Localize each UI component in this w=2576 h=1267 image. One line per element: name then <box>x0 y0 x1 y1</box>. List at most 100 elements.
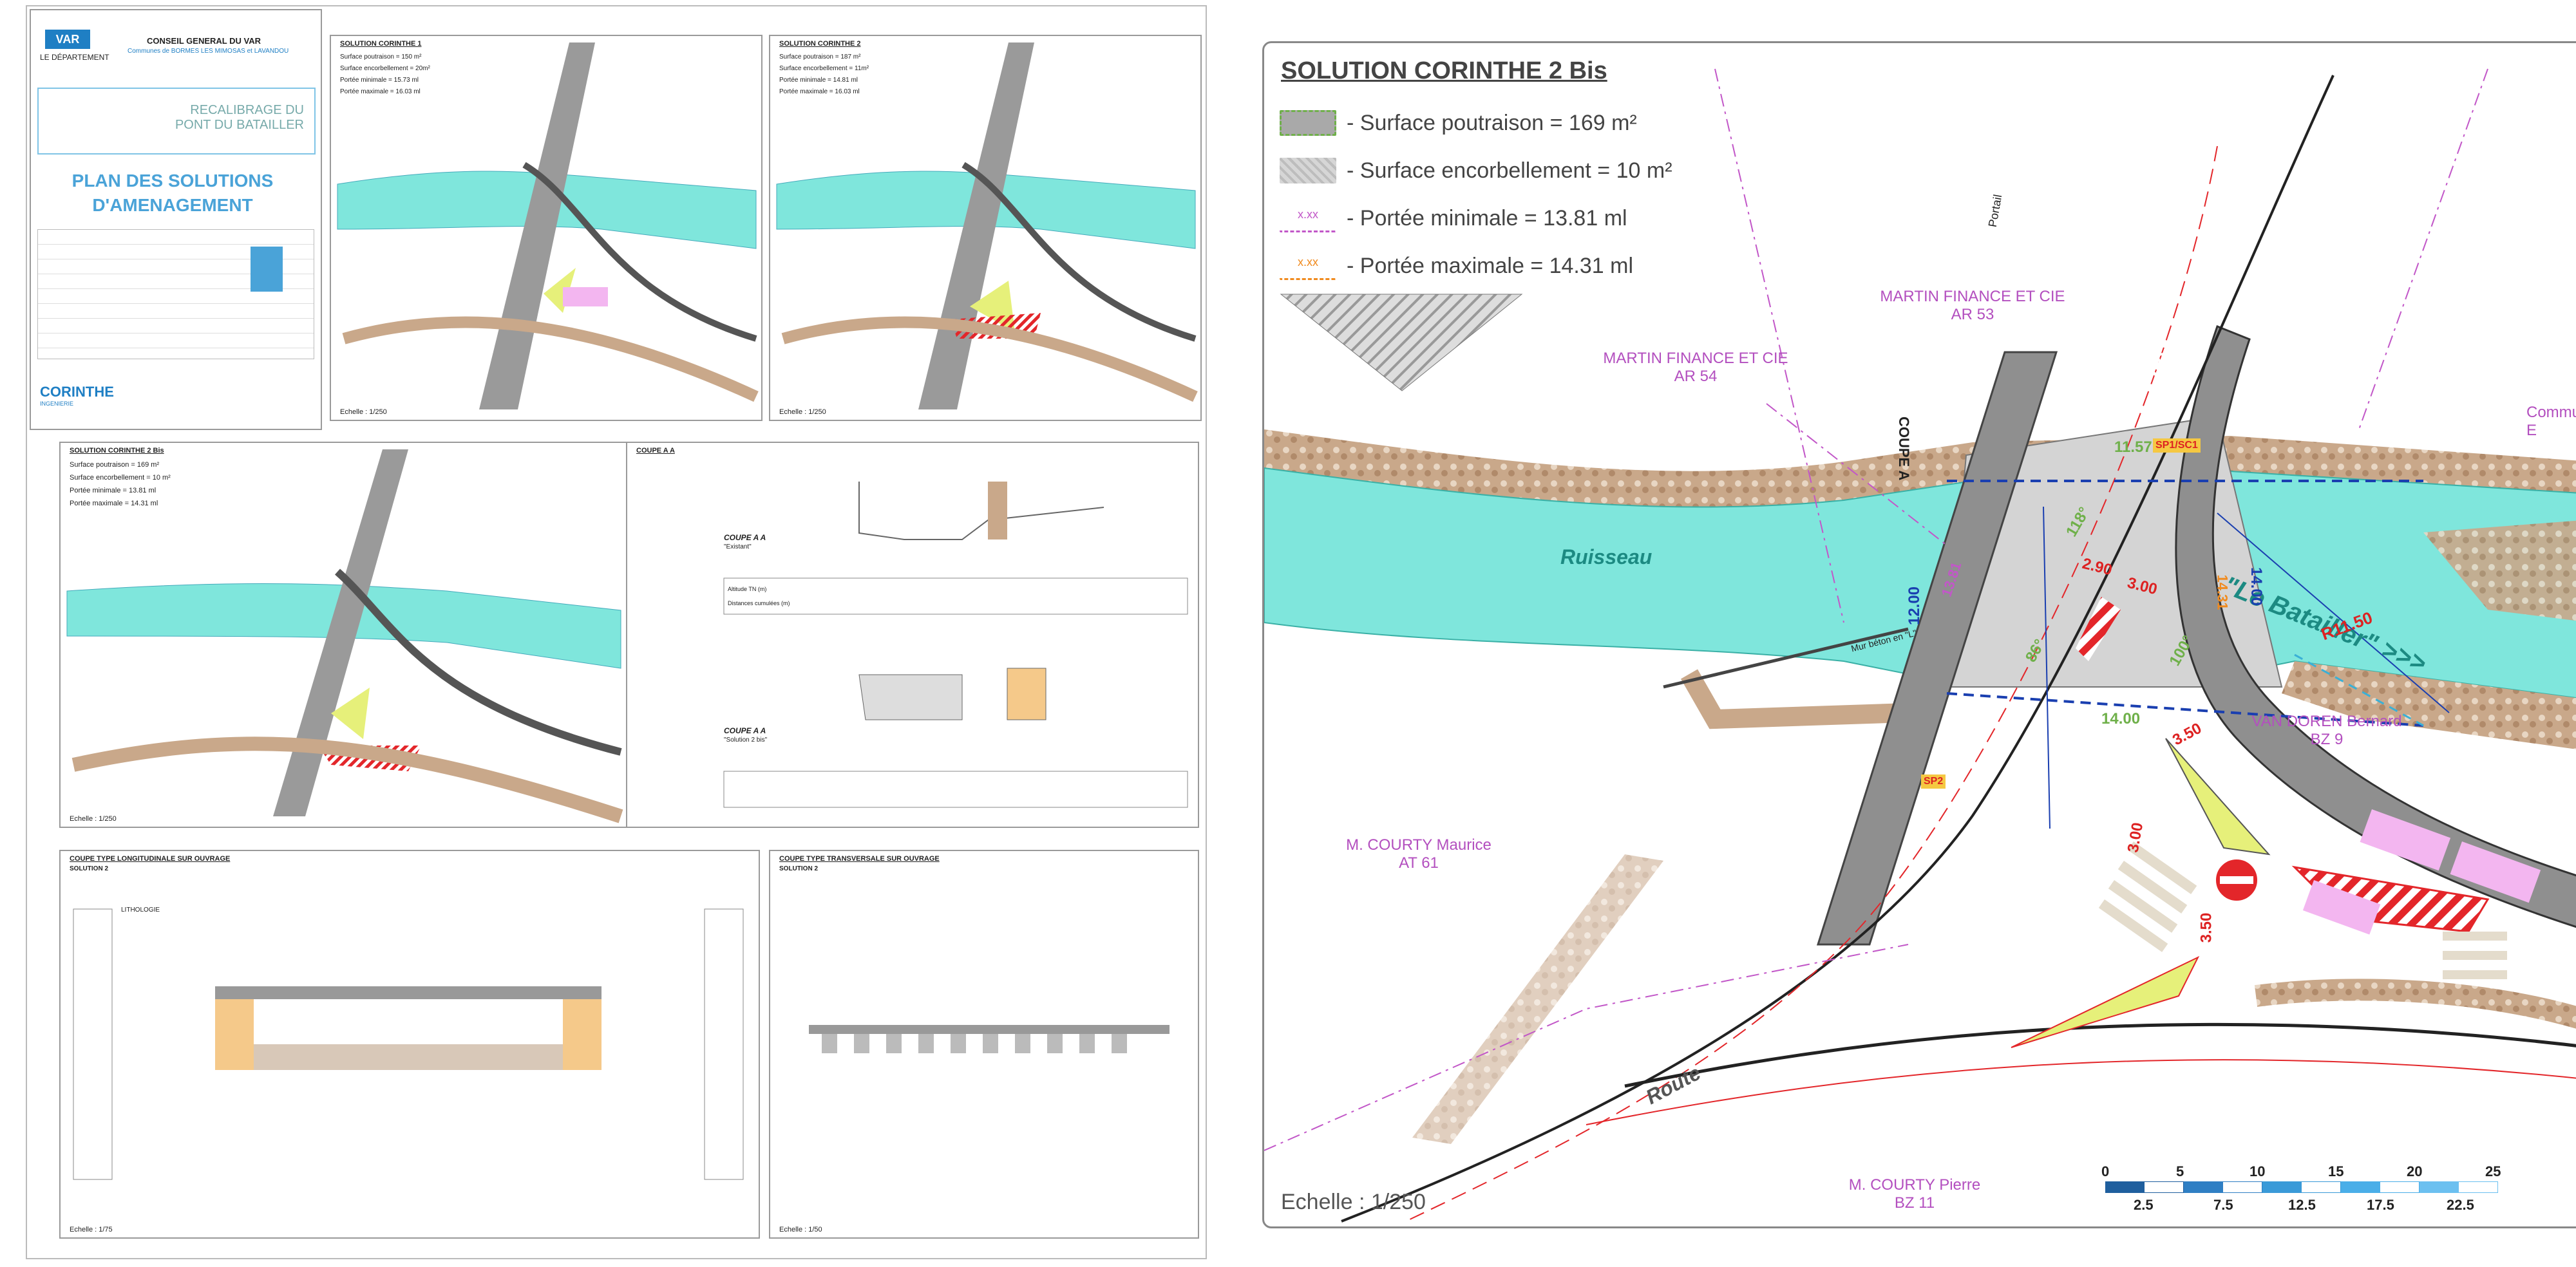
legend-item: Surface poutraison = 169 m² <box>70 461 160 469</box>
legend-text: - Portée maximale = 14.31 ml <box>1347 253 1634 278</box>
legend-item: Portée maximale = 16.03 ml <box>779 88 860 95</box>
legend-item: Portée minimale = 13.81 ml <box>70 487 156 494</box>
longitudinal-drawing <box>73 908 744 1180</box>
legend-item: Portée maximale = 16.03 ml <box>340 88 421 95</box>
ruler-tick: 5 <box>2176 1163 2184 1179</box>
legend-text: - Portée minimale = 13.81 ml <box>1347 205 1627 230</box>
detail-drawing <box>1264 68 2576 1223</box>
dim-label: 14.31 <box>2214 574 2231 610</box>
panel-solution-2: SOLUTION CORINTHE 2 Surface poutraison =… <box>769 35 1202 421</box>
river-bank-top <box>1264 429 2576 507</box>
swatch-poutraison <box>1280 110 1336 136</box>
cartouche: VAR LE DÉPARTEMENT CONSEIL GENERAL DU VA… <box>30 9 322 430</box>
scale-label: Echelle : 1/50 <box>779 1226 822 1234</box>
river-bank-bottom <box>2282 661 2576 749</box>
coupe-drawing <box>723 482 1188 808</box>
council-title: CONSEIL GENERAL DU VAR <box>147 36 261 46</box>
dept-label: LE DÉPARTEMENT <box>40 53 109 62</box>
island-yellow-2 <box>2011 955 2200 1048</box>
corinthe-logo: CORINTHE INGENIERIE <box>40 384 114 407</box>
dim-label: 11.57 <box>2114 438 2152 456</box>
ruler-seg <box>2144 1181 2184 1193</box>
project-box: RECALIBRAGE DU PONT DU BATAILLER <box>37 88 316 155</box>
scale-ruler <box>2105 1181 2498 1193</box>
dim-vertical <box>2043 506 2050 829</box>
wall-l <box>1663 627 1909 689</box>
panel-title: SOLUTION CORINTHE 1 <box>340 40 422 48</box>
coupe-a-sub: "Existant" <box>724 543 752 550</box>
ruler-seg <box>2301 1181 2341 1193</box>
solution-1-drawing <box>337 42 759 409</box>
detail-panel-solution-2bis: SOLUTION CORINTHE 2 Bis - Surface poutra… <box>1262 41 2576 1228</box>
ruler-seg <box>2458 1181 2498 1193</box>
solution-2-drawing <box>776 42 1198 409</box>
ruler-seg <box>2420 1181 2458 1193</box>
scale-label: Echelle : 1/75 <box>70 1226 113 1234</box>
legend-item-encorbellement: - Surface encorbellement = 10 m² <box>1280 158 1672 183</box>
dim-line-bottom <box>1946 692 2424 727</box>
ruler-tick: 0 <box>2101 1163 2110 1179</box>
label-sp2: SP2 <box>1921 774 1946 789</box>
swatch-encorbellement <box>1280 158 1336 183</box>
slope-left <box>1412 854 1663 1144</box>
ruler-tick: 10 <box>2249 1163 2266 1179</box>
ruler-tick: 12.5 <box>2288 1197 2316 1213</box>
plan-sheet: VAR LE DÉPARTEMENT CONSEIL GENERAL DU VA… <box>26 5 1207 1259</box>
dim-vertical-2 <box>2217 512 2450 713</box>
ruler-tick: 25 <box>2485 1163 2501 1179</box>
plan-title: PLAN DES SOLUTIONS D'AMENAGEMENT <box>71 171 274 215</box>
dim-label: 14.00 <box>2101 710 2141 727</box>
ruler-tick: 20 <box>2407 1163 2423 1179</box>
legend: Surface poutraison = 169 m² Surface enco… <box>70 458 171 510</box>
coupe-a-title: COUPE A A <box>724 533 766 542</box>
main-title: SOLUTION CORINTHE 2 Bis <box>1281 57 1607 84</box>
panel-subtitle: SOLUTION 2 <box>779 865 819 872</box>
panel-coupe-transversale: COUPE TYPE TRANSVERSALE SUR OUVRAGE SOLU… <box>769 850 1199 1239</box>
island-yellow <box>2165 738 2271 856</box>
label-ruisseau: Ruisseau <box>1560 545 1653 568</box>
legend-text: - Surface encorbellement = 10 m² <box>1347 158 1672 183</box>
parking-2 <box>2450 841 2541 903</box>
label-sp1: SP1/SC1 <box>2153 438 2201 453</box>
ruler-seg <box>2184 1181 2222 1193</box>
corinthe-sub: INGENIERIE <box>40 400 74 407</box>
ruler-seg <box>2380 1181 2420 1193</box>
ruler-tick: 7.5 <box>2213 1197 2233 1213</box>
panel-coupe-longitudinale: COUPE TYPE LONGITUDINALE SUR OUVRAGE SOL… <box>59 850 760 1239</box>
legend-text: - Surface poutraison = 169 m² <box>1347 110 1637 135</box>
panel-solution-1: SOLUTION CORINTHE 1 Surface poutraison =… <box>330 35 762 421</box>
communes-title: Communes de BORMES LES MIMOSAS et LAVAND… <box>128 48 289 55</box>
river-bank-right <box>2423 520 2576 621</box>
zebra-hatch-2 <box>2076 597 2121 661</box>
panel-title: COUPE A A <box>636 447 675 455</box>
swatch-portee-min: x.xx <box>1280 205 1336 232</box>
solution-2bis-drawing <box>66 449 623 823</box>
scale-label: Echelle : 1/250 <box>779 408 826 416</box>
bank-wall <box>1680 669 1909 729</box>
legend-item: Portée minimale = 15.73 ml <box>340 77 419 84</box>
lithology-header: LITHOLOGIE <box>121 906 160 914</box>
legend-item: Portée maximale = 14.31 ml <box>70 500 158 507</box>
slope-bottom <box>2254 979 2576 1029</box>
road-edge <box>1341 75 2334 1223</box>
revision-highlight <box>251 247 283 292</box>
table-row-label: Distances cumulées (m) <box>728 600 790 606</box>
legend-item: Surface poutraison = 150 m² <box>340 53 422 61</box>
curved-road <box>2175 325 2576 928</box>
ruler-tick: 17.5 <box>2367 1197 2394 1213</box>
road-axis <box>1405 145 2218 1222</box>
legend: Surface poutraison = 150 m² Surface enco… <box>340 52 430 98</box>
var-logo: VAR <box>45 30 90 49</box>
dim-label: 14.00 <box>2248 567 2266 606</box>
parking-1 <box>2360 809 2451 871</box>
panel-subtitle: SOLUTION 2 <box>70 865 109 872</box>
coupe-b-sub: "Solution 2 bis" <box>724 737 768 744</box>
road-edge-lower <box>1624 1022 2576 1088</box>
panel-solution-2bis: SOLUTION CORINTHE 2 Bis Surface poutrais… <box>59 442 629 828</box>
ruler-seg <box>2341 1181 2380 1193</box>
dim-label: 3.50 <box>2197 912 2215 943</box>
